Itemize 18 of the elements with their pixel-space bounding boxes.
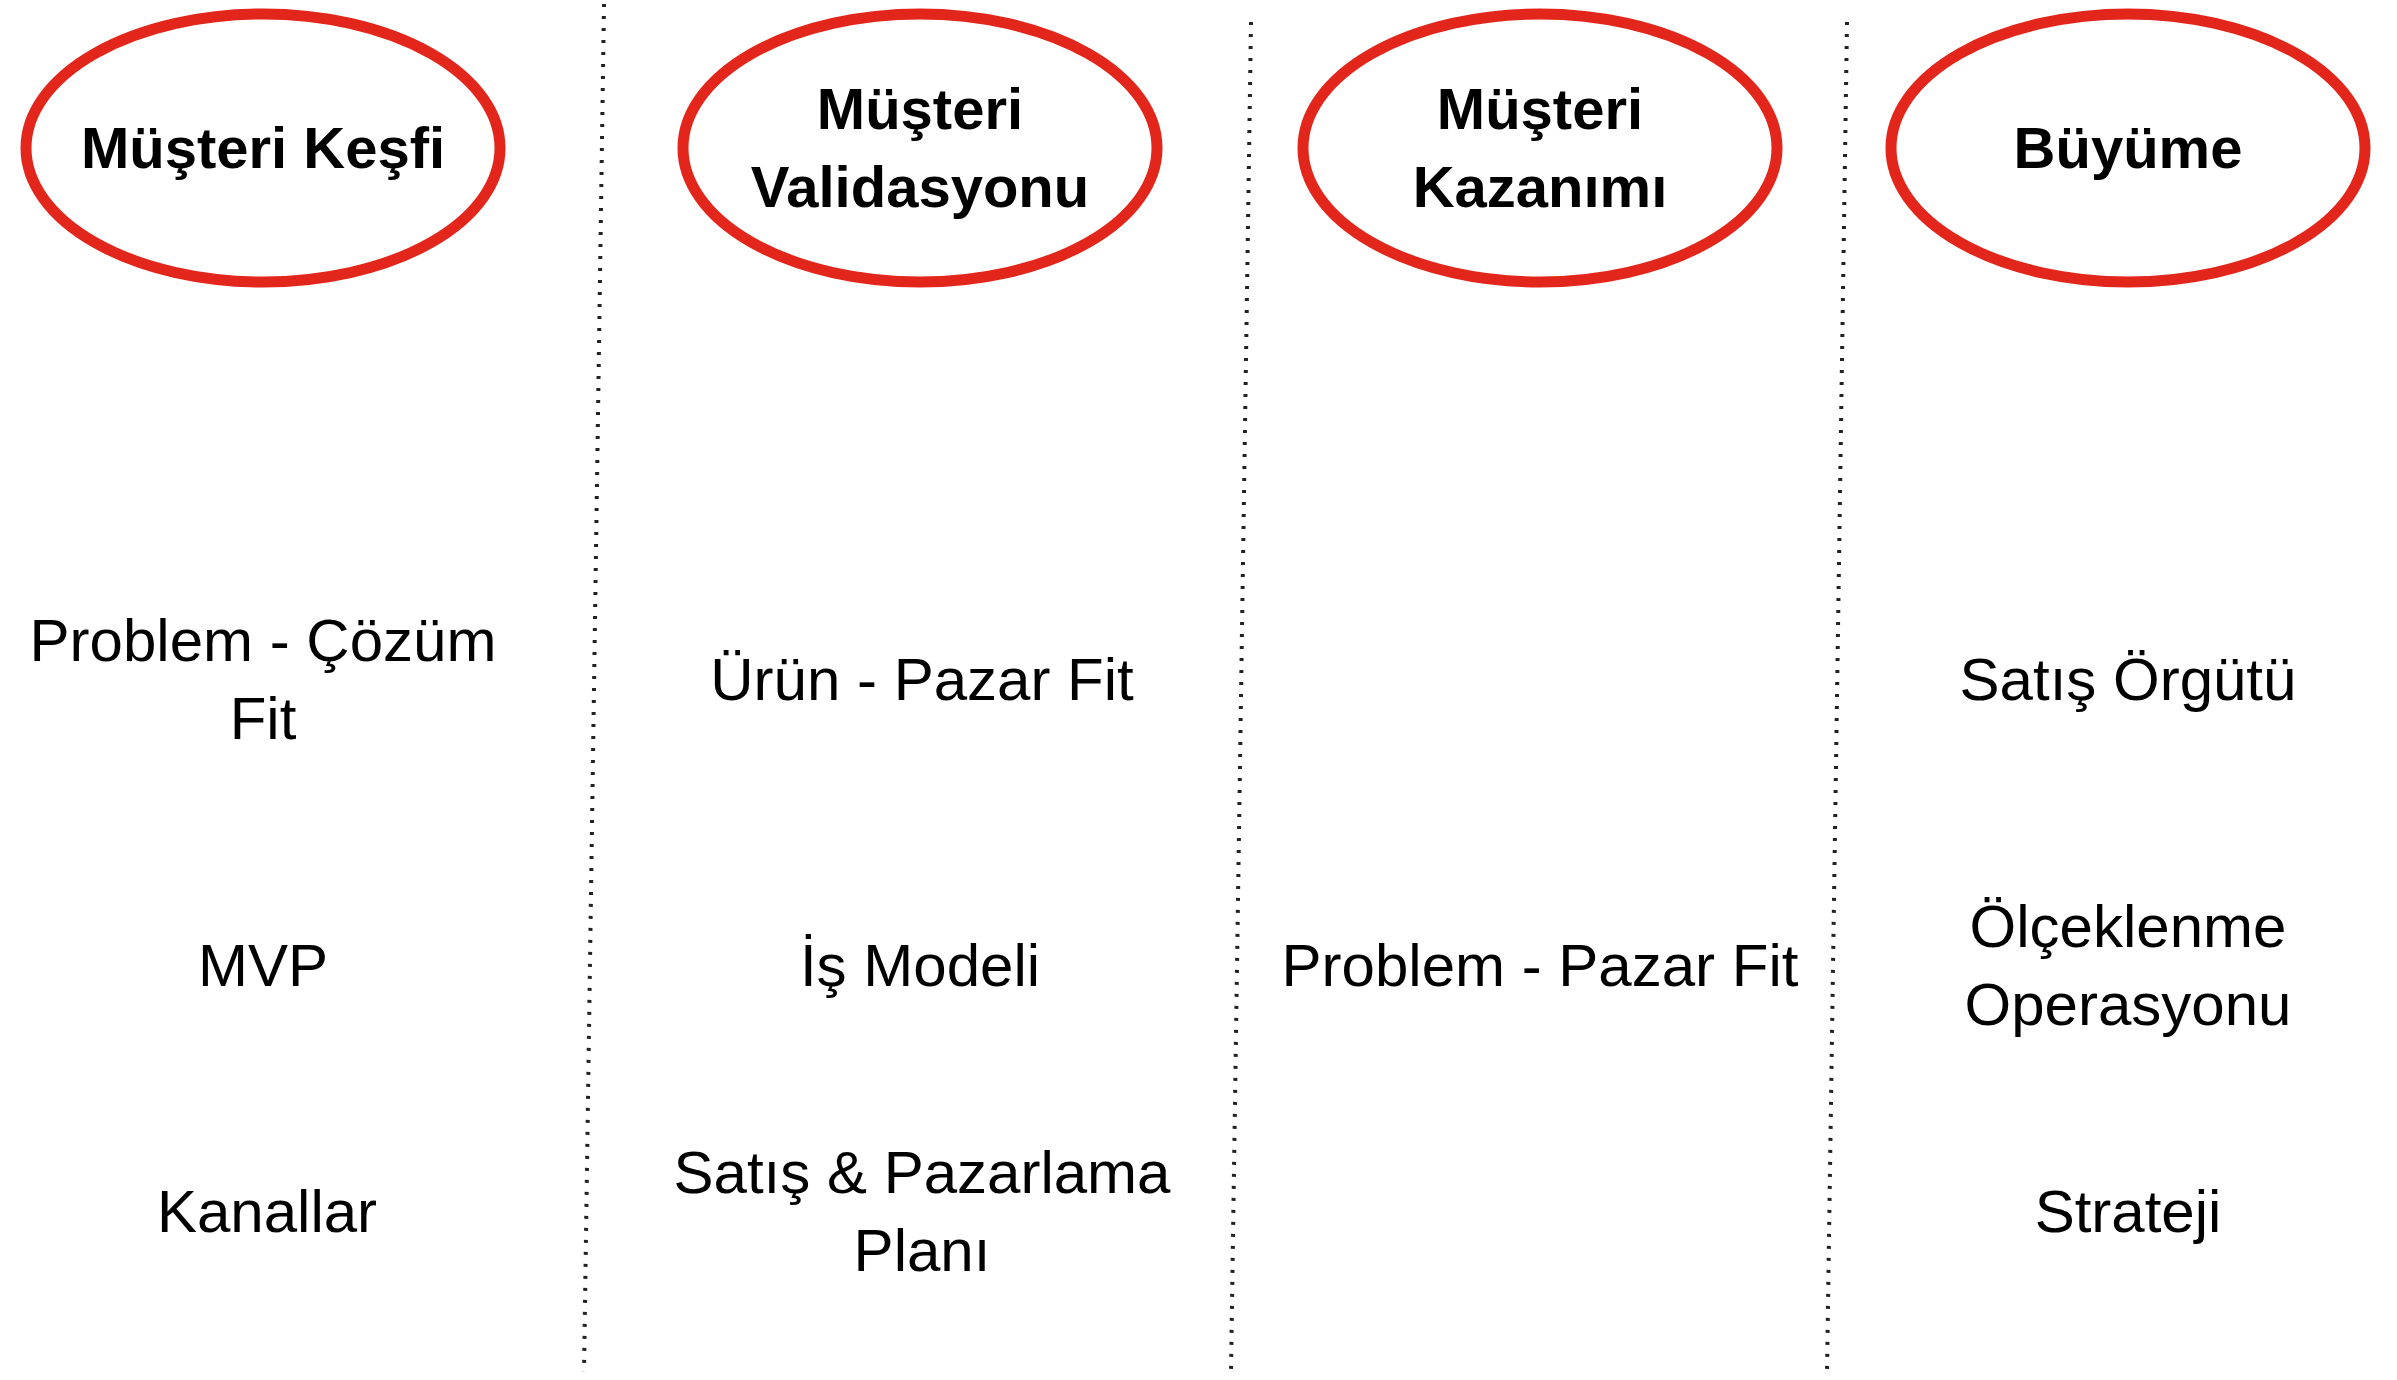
stage-title: Büyüme	[2013, 114, 2243, 182]
stage-item-text: Problem - Çözüm Fit	[28, 606, 498, 754]
stage-title: Müşteri Kazanımı	[1411, 75, 1669, 221]
stage-item-text: MVP	[198, 931, 328, 1001]
stage-oval	[675, 6, 1165, 290]
stage-item-text: Problem - Pazar Fit	[1281, 931, 1799, 1001]
stage-title: Müşteri Keşfi	[80, 114, 446, 182]
stage-item-text: Ölçeklenme Operasyonu	[1963, 892, 2293, 1040]
stage-title: Müşteri Validasyonu	[749, 75, 1091, 221]
stage-item-text: İş Modeli	[799, 931, 1041, 1001]
stage-oval	[18, 6, 508, 290]
stage-item-text: Satış & Pazarlama Planı	[672, 1138, 1172, 1286]
stage-oval	[1883, 6, 2373, 290]
stage-oval	[1295, 6, 1785, 290]
stage-item-text: Satış Örgütü	[1959, 645, 2297, 715]
stage-item-text: Strateji	[2034, 1177, 2222, 1247]
stage-item-text: Ürün - Pazar Fit	[710, 645, 1134, 715]
stage-item-text: Kanallar	[156, 1177, 378, 1247]
